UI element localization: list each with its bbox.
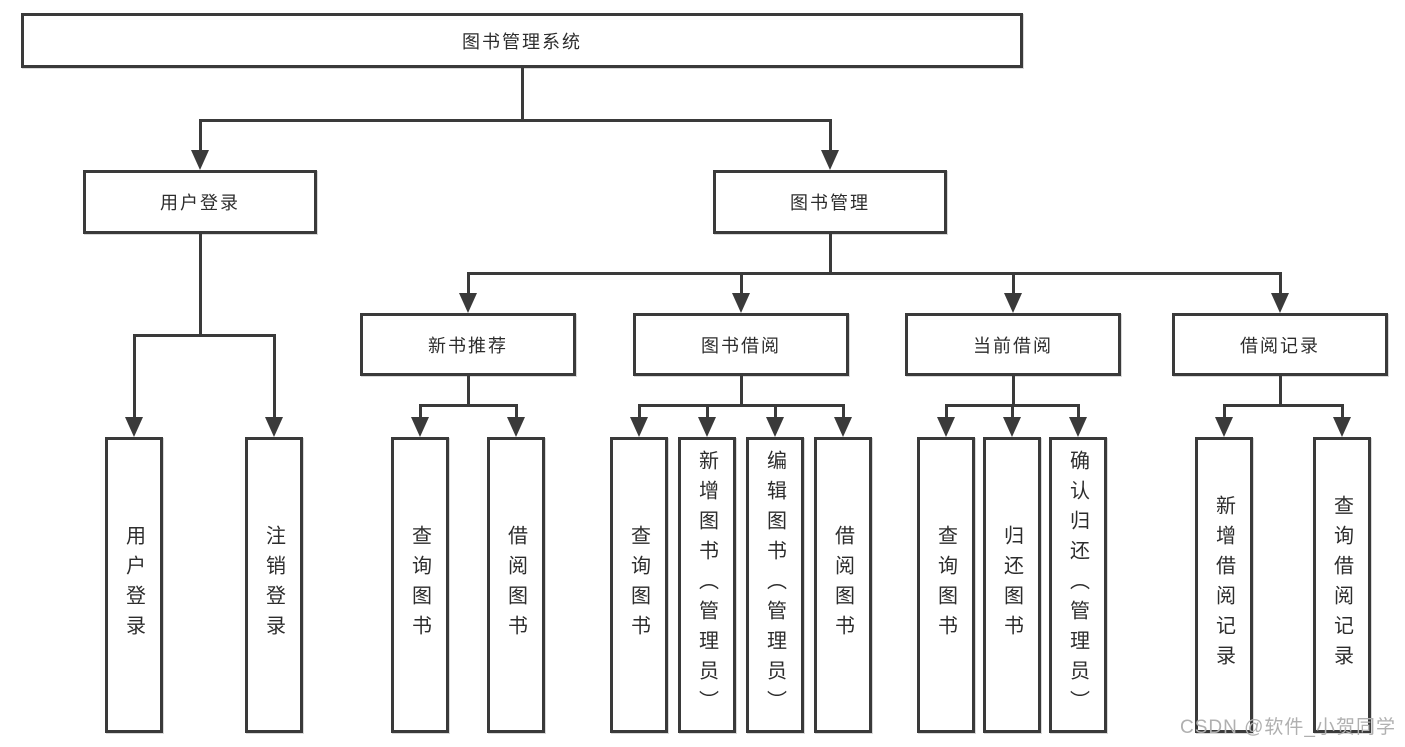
csdn-watermark: CSDN @软件_小贺同学 [1180,717,1396,738]
connector-line [829,234,832,275]
leaf-confirm-return-admin: 确认归还（管理员） [1049,437,1107,733]
connector-line [199,119,202,152]
connector-line [1077,404,1080,419]
leaf-label: 用户登录 [122,525,145,645]
node-label: 借阅记录 [1240,335,1320,356]
node-book-borrowing: 图书借阅 [633,313,849,376]
connector-line [133,334,136,419]
connector-line [467,272,1282,275]
node-label: 图书借阅 [701,335,781,356]
connector-line [133,334,275,337]
arrow-down-icon [834,417,852,437]
connector-line [273,334,276,419]
arrow-down-icon [1003,417,1021,437]
connector-line [419,404,422,419]
arrow-down-icon [1271,293,1289,313]
arrow-down-icon [766,417,784,437]
connector-line [945,404,948,419]
connector-line [1279,376,1282,406]
connector-line [1012,272,1015,295]
node-root-label: 图书管理系统 [462,31,582,52]
leaf-add-books-admin: 新增图书（管理员） [678,437,736,733]
arrow-down-icon [191,150,209,170]
connector-line [740,376,743,406]
connector-line [1011,404,1014,419]
connector-line [774,404,777,419]
connector-line [199,234,202,336]
connector-line [1279,272,1282,295]
leaf-label: 查询图书 [934,525,957,645]
leaf-query-books: 查询图书 [391,437,449,733]
connector-line [1341,404,1344,419]
connector-line [521,68,524,121]
arrow-down-icon [732,293,750,313]
connector-line [1223,404,1226,419]
leaf-label: 新增借阅记录 [1212,495,1235,675]
connector-line [740,272,743,295]
node-label: 新书推荐 [428,335,508,356]
arrow-down-icon [698,417,716,437]
leaf-query-books: 查询图书 [917,437,975,733]
arrow-down-icon [125,417,143,437]
leaf-label: 查询图书 [408,525,431,645]
connector-line [467,272,470,295]
arrow-down-icon [265,417,283,437]
node-label: 图书管理 [790,193,870,213]
leaf-add-borrow-record: 新增借阅记录 [1195,437,1253,733]
leaf-label: 归还图书 [1000,525,1023,645]
node-root: 图书管理系统 [21,13,1023,68]
leaf-query-books: 查询图书 [610,437,668,733]
arrow-down-icon [1215,417,1233,437]
leaf-return-books: 归还图书 [983,437,1041,733]
arrow-down-icon [411,417,429,437]
leaf-borrow-books: 借阅图书 [814,437,872,733]
leaf-label: 新增图书（管理员） [695,450,718,720]
connector-line [638,404,641,419]
connector-line [842,404,845,419]
connector-line [1012,376,1015,406]
leaf-label: 查询图书 [627,525,650,645]
arrow-down-icon [1333,417,1351,437]
arrow-down-icon [507,417,525,437]
arrow-down-icon [1004,293,1022,313]
leaf-label: 注销登录 [262,525,285,645]
connector-line [467,376,470,406]
arrow-down-icon [937,417,955,437]
node-label: 用户登录 [160,193,240,213]
connector-line [199,119,831,122]
node-book-management: 图书管理 [713,170,947,234]
connector-line [638,404,844,407]
leaf-user-login: 用户登录 [105,437,163,733]
leaf-label: 确认归还（管理员） [1066,450,1089,720]
connector-line [419,404,517,407]
arrow-down-icon [630,417,648,437]
node-label: 当前借阅 [973,335,1053,356]
leaf-edit-books-admin: 编辑图书（管理员） [746,437,804,733]
node-new-book-recommendation: 新书推荐 [360,313,576,376]
connector-line [1223,404,1343,407]
node-borrowing-records: 借阅记录 [1172,313,1388,376]
connector-line [829,119,832,152]
leaf-logout: 注销登录 [245,437,303,733]
leaf-label: 查询借阅记录 [1330,495,1353,675]
node-user-login: 用户登录 [83,170,317,234]
connector-line [515,404,518,419]
node-current-borrowing: 当前借阅 [905,313,1121,376]
leaf-label: 编辑图书（管理员） [763,450,786,720]
connector-line [706,404,709,419]
arrow-down-icon [459,293,477,313]
arrow-down-icon [1069,417,1087,437]
leaf-label: 借阅图书 [831,525,854,645]
leaf-borrow-books: 借阅图书 [487,437,545,733]
leaf-query-borrow-record: 查询借阅记录 [1313,437,1371,733]
leaf-label: 借阅图书 [504,525,527,645]
arrow-down-icon [821,150,839,170]
